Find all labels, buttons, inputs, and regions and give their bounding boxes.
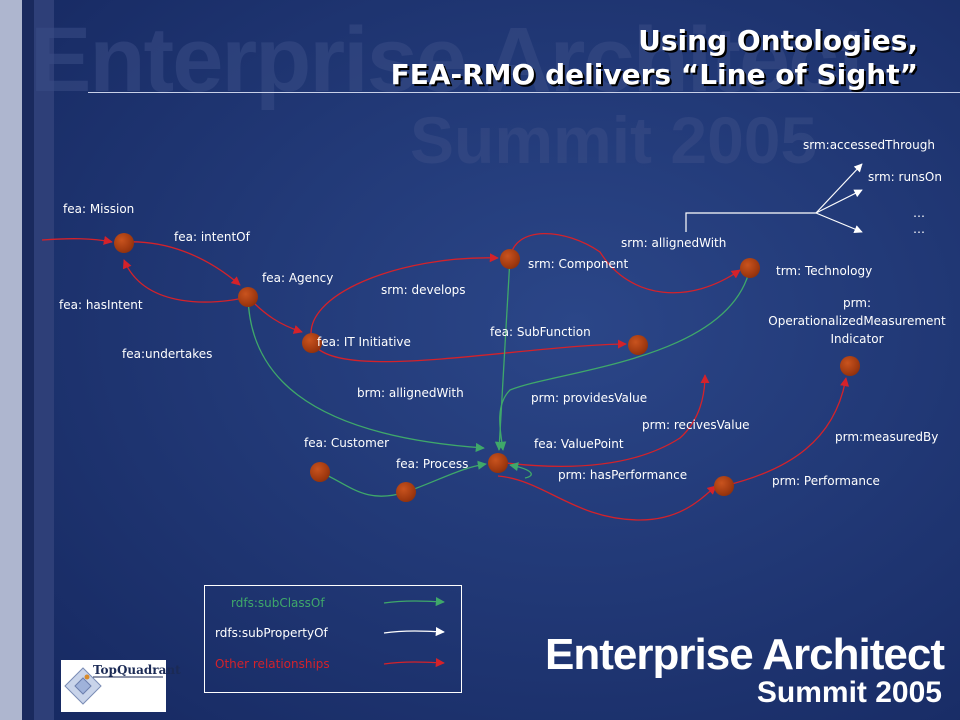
node-it-initiative [302, 333, 322, 353]
label-srm-runs-on: srm: runsOn [868, 170, 942, 184]
label-ellipsis-1: … [913, 206, 925, 220]
edge-develops [310, 253, 499, 342]
legend-red-line [383, 658, 445, 668]
label-ellipsis-2: … [913, 222, 925, 236]
label-prm-has-performance: prm: hasPerformance [558, 468, 688, 482]
node-op-measurement [840, 356, 860, 376]
node-subfunction [628, 335, 648, 355]
edge-agency-process [247, 296, 485, 452]
label-fea-process: fea: Process [396, 457, 469, 471]
label-prm-provides-value: prm: providesValue [531, 391, 648, 405]
label-prm-performance: prm: Performance [772, 474, 880, 488]
label-fea-sub-function: fea: SubFunction [490, 325, 591, 339]
node-process [488, 453, 508, 473]
slide-title-line2: FEA-RMO delivers “Line of Sight” [390, 58, 918, 91]
label-fea-customer: fea: Customer [304, 436, 390, 450]
label-fea-intent-of: fea: intentOf [174, 230, 250, 244]
side-bar-mid [34, 0, 54, 720]
edge-hasintent [122, 259, 249, 303]
legend-box: rdfs:subClassOf rdfs:subPropertyOf Other… [204, 585, 462, 693]
label-srm-accessed-through: srm:accessedThrough [803, 138, 935, 152]
legend-subclass-label: rdfs:subClassOf [231, 596, 325, 610]
edge-intentof [123, 241, 241, 286]
title-underline [88, 92, 960, 93]
side-bar-light [0, 0, 22, 720]
brand-title: Enterprise Architect [545, 630, 945, 679]
label-fea-has-intent: fea: hasIntent [59, 298, 143, 312]
watermark-subtitle: Summit 2005 [410, 103, 818, 177]
topquadrant-logo: TopQuadrant [61, 660, 181, 712]
node-mission [114, 233, 134, 253]
node-component [500, 249, 520, 269]
fan-stem [685, 212, 816, 232]
label-fea-undertakes: fea:undertakes [122, 347, 213, 361]
fan-accessed [815, 163, 863, 214]
edge-srm-alligned [509, 232, 741, 294]
label-prm-measured-by: prm:measuredBy [835, 430, 939, 444]
slide-title: Using Ontologies, FEA-RMO delivers “Line… [391, 24, 918, 92]
label-prm-op-line3: Indicator [830, 332, 884, 346]
fan-more [815, 212, 863, 233]
label-prm-op-line1: prm: [842, 296, 872, 310]
node-customer [310, 462, 330, 482]
brand-subtitle: Summit 2005 [756, 676, 942, 709]
edge-subfunction [311, 339, 627, 363]
topquadrant-logo-mark [64, 667, 163, 705]
label-fea-it-initiative: fea: IT Initiative [317, 335, 411, 349]
label-prm-recives-value: prm: recivesValue [642, 418, 750, 432]
node-customer-2 [396, 482, 416, 502]
edge-mission-in [41, 235, 113, 245]
edge-hasperf [497, 475, 717, 521]
fan-runson [815, 189, 863, 214]
edge-measuredby [723, 377, 850, 487]
legend-other-label: Other relationships [215, 657, 330, 671]
label-fea-agency: fea: Agency [262, 271, 334, 285]
label-prm-operationalized-measurement: prm: OperationalizedMeasurement Indicato… [748, 296, 960, 346]
legend-subproperty-label: rdfs:subPropertyOf [215, 626, 328, 640]
label-fea-mission: fea: Mission [63, 202, 135, 216]
label-trm-technology: trm: Technology [776, 264, 873, 278]
node-technology [740, 258, 760, 278]
label-srm-develops: srm: develops [381, 283, 466, 297]
side-bar-dark [22, 0, 34, 720]
label-srm-component: srm: Component [528, 257, 629, 271]
node-agency [238, 287, 258, 307]
edge-technology-process [497, 267, 751, 451]
legend-green-line [383, 597, 445, 607]
topquadrant-logo-text: TopQuadrant [93, 663, 181, 677]
label-fea-value-point: fea: ValuePoint [534, 437, 624, 451]
node-performance [714, 476, 734, 496]
label-brm-alligned-with: brm: allignedWith [357, 386, 464, 400]
edge-valuepoint-process [509, 462, 532, 479]
slide-title-line1: Using Ontologies, [638, 24, 918, 57]
legend-white-line [383, 627, 445, 637]
watermark-title: Enterprise Architect [30, 9, 868, 111]
label-srm-alligned-with: srm: allignedWith [621, 236, 727, 250]
edge-recives [497, 374, 710, 468]
label-prm-op-line2: OperationalizedMeasurement [768, 314, 946, 328]
